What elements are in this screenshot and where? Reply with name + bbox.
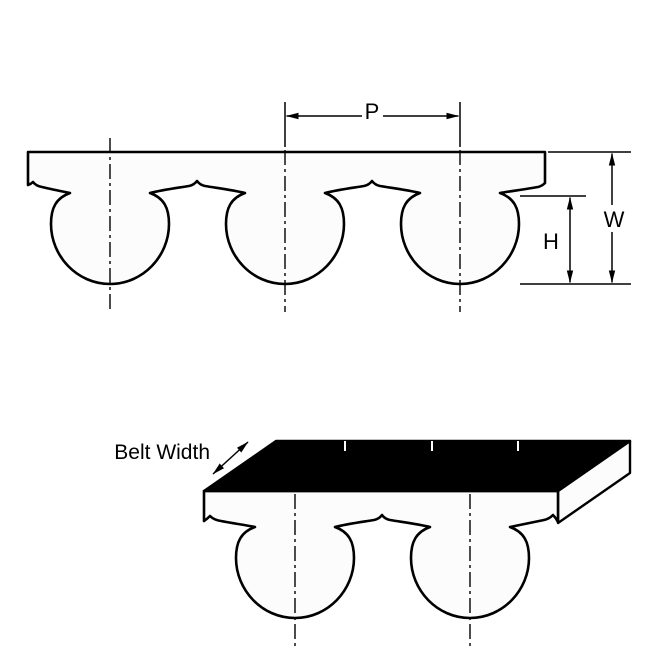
belt-width-arrow xyxy=(212,441,249,475)
tooth-height-dimension xyxy=(520,195,586,283)
bottom-tooth-centerlines xyxy=(294,494,471,650)
overall-height-label-mask xyxy=(601,205,628,232)
top-profile-figure: P W H xyxy=(26,98,631,312)
pitch-label-mask xyxy=(362,98,383,123)
overall-height-label: W xyxy=(604,207,625,232)
belt-profile-path xyxy=(26,150,547,286)
belt-width-label: Belt Width xyxy=(114,441,210,464)
top-surface-gap-ticks xyxy=(344,441,519,451)
bottom-3d-figure: Belt Width xyxy=(114,439,632,650)
tooth-height-label: H xyxy=(543,229,559,254)
pitch-label: P xyxy=(365,99,380,124)
belt-top-surface xyxy=(202,439,632,493)
tooth-centerlines xyxy=(109,138,461,312)
